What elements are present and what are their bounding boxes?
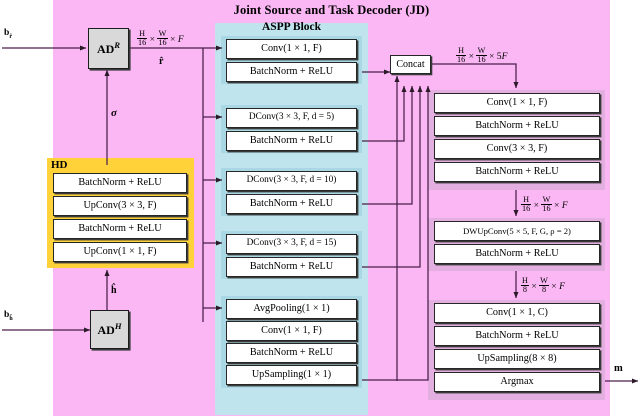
input-label-b-h: bĥ	[4, 310, 13, 323]
aspp-title: ASPP Block	[261, 21, 322, 33]
aspp-b2-layer-0[interactable]: DConv(3 × 3, F, d = 5)	[226, 108, 357, 128]
hd-layer-3[interactable]: UpConv(1 × 1, F)	[53, 242, 187, 262]
aspp-b5-layer-0[interactable]: AvgPooling(1 × 1)	[226, 299, 357, 319]
input-b-r-symbol: b	[4, 27, 10, 38]
ad-r-block[interactable]: ADR	[88, 28, 129, 69]
aspp-b1-layer-0[interactable]: Conv(1 × 1, F)	[226, 39, 357, 59]
aspp-b4-layer-1[interactable]: BatchNorm + ReLU	[226, 257, 357, 277]
hd-layer-2[interactable]: BatchNorm + ReLU	[53, 219, 187, 239]
decoder-refine-layer-0[interactable]: Conv(1 × 1, F)	[434, 93, 600, 113]
concat-block[interactable]: Concat	[390, 55, 431, 74]
input-b-r-subscript: r̂	[9, 33, 12, 40]
hd-layer-0[interactable]: BatchNorm + ReLU	[53, 173, 187, 193]
input-label-b-r: br̂	[4, 28, 12, 41]
ad-r-label: ADR	[96, 40, 121, 56]
decoder-head-layer-2[interactable]: UpSampling(8 × 8)	[434, 349, 600, 369]
ad-h-label: ADH	[97, 321, 122, 337]
decoder-upsample-layer-1[interactable]: BatchNorm + ReLU	[434, 244, 600, 264]
aspp-b4-layer-0[interactable]: DConv(3 × 3, F, d = 15)	[226, 234, 357, 254]
decoder-refine-layer-3[interactable]: BatchNorm + ReLU	[434, 162, 600, 182]
decoder-head-layer-3[interactable]: Argmax	[434, 372, 600, 392]
decoder-refine-layer-1[interactable]: BatchNorm + ReLU	[434, 116, 600, 136]
edge-label-sigma: σ	[111, 107, 117, 119]
hd-layer-1[interactable]: UpConv(3 × 3, F)	[53, 196, 187, 216]
decoder-refine-layer-2[interactable]: Conv(3 × 3, F)	[434, 139, 600, 159]
aspp-b5-layer-3[interactable]: UpSampling(1 × 1)	[226, 365, 357, 385]
aspp-b5-layer-1[interactable]: Conv(1 × 1, F)	[226, 321, 357, 341]
decoder-head-layer-0[interactable]: Conv(1 × 1, C)	[434, 303, 600, 323]
input-b-h-subscript: ĥ	[9, 315, 13, 322]
figure-title: Joint Source and Task Decoder (JD)	[233, 3, 430, 17]
aspp-b2-layer-1[interactable]: BatchNorm + ReLU	[226, 131, 357, 151]
hd-title: HD	[51, 159, 68, 171]
aspp-b1-layer-1[interactable]: BatchNorm + ReLU	[226, 62, 357, 82]
aspp-b5-layer-2[interactable]: BatchNorm + ReLU	[226, 343, 357, 363]
edge-label-r-hat: r̂	[159, 56, 164, 67]
output-label-m: m	[614, 363, 623, 374]
edge-label-h-hat: ĥ	[111, 285, 117, 296]
decoder-head-layer-1[interactable]: BatchNorm + ReLU	[434, 326, 600, 346]
ad-h-block[interactable]: ADH	[90, 310, 129, 349]
aspp-b3-layer-0[interactable]: DConv(3 × 3, F, d = 10)	[226, 171, 357, 191]
input-b-h-symbol: b	[4, 309, 10, 320]
aspp-b3-layer-1[interactable]: BatchNorm + ReLU	[226, 194, 357, 214]
decoder-upsample-layer-0[interactable]: DWUpConv(5 × 5, F, G, ρ = 2)	[434, 221, 600, 241]
